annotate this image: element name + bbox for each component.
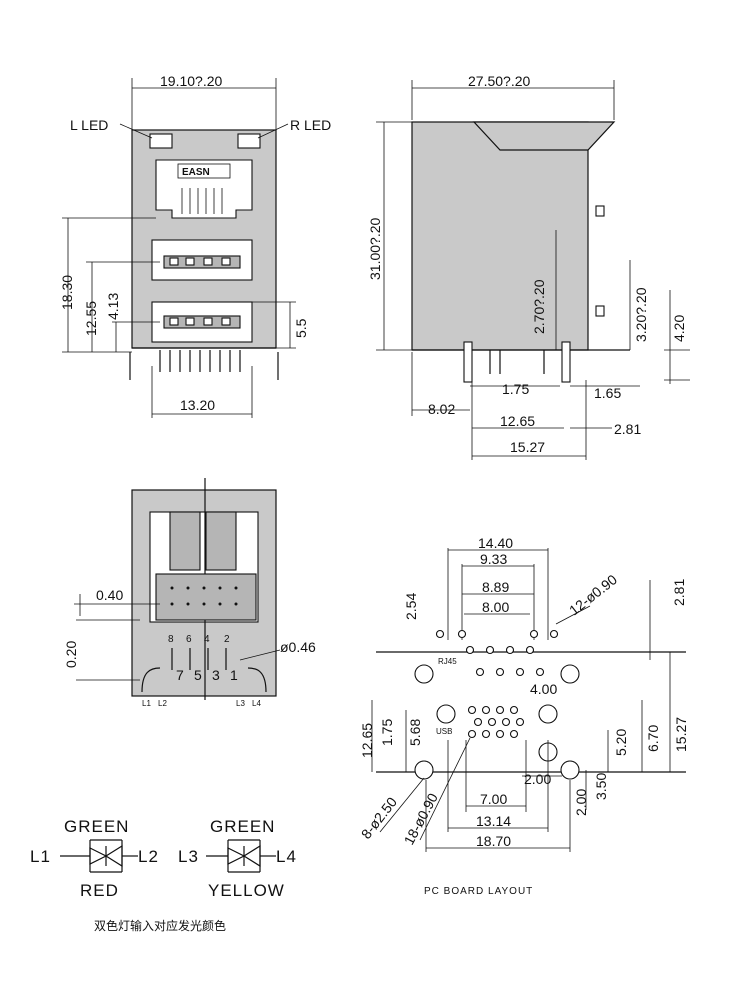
pcb-dim-2-81: 2.81 [671, 579, 687, 606]
left-led-label: L LED [70, 117, 108, 133]
pin-L3: L3 [236, 699, 245, 708]
led-schematic: GREEN L1 L2 RED GREEN L3 L4 YELLOW 双色灯输入… [30, 817, 297, 933]
pin-5: 5 [194, 667, 202, 683]
pcb-dim-8-00: 8.00 [482, 599, 509, 615]
led-right-L3: L3 [178, 847, 199, 866]
pin-L2: L2 [158, 699, 167, 708]
pin-diameter: ø0.46 [280, 639, 316, 655]
led-left-L2: L2 [138, 847, 159, 866]
pcb-dim-5-68: 5.68 [407, 719, 423, 746]
pcb-caption: PC BOARD LAYOUT [424, 886, 533, 897]
right-led-window [237, 133, 261, 149]
rj45-port [155, 159, 253, 219]
bottom-dim-0-40: 0.40 [96, 587, 123, 603]
led-left-top-color: GREEN [64, 817, 129, 836]
side-dim-1-65: 1.65 [594, 385, 621, 401]
front-dim-12-55: 12.55 [83, 301, 99, 336]
pin-6: 6 [186, 634, 192, 645]
side-view: 27.50?.20 31.00?.20 2.70?.20 3.20?.20 4.… [367, 73, 690, 460]
front-dim-13-20: 13.20 [180, 397, 215, 413]
led-left-L1: L1 [30, 847, 51, 866]
pin-3: 3 [212, 667, 220, 683]
pcb-dim-2-00-vert: 2.00 [573, 789, 589, 816]
pcb-layout: 14.40 9.33 8.89 8.00 2.54 12-ø0.90 2.81 … [358, 535, 689, 897]
pcb-dim-3-50: 3.50 [593, 773, 609, 800]
side-dim-15-27: 15.27 [510, 439, 545, 455]
side-dim-2-70: 2.70?.20 [531, 279, 547, 334]
pin-L1: L1 [142, 699, 151, 708]
pcb-dim-13-14: 13.14 [476, 813, 511, 829]
pin-L4: L4 [252, 699, 261, 708]
right-led-label: R LED [290, 117, 331, 133]
pcb-dim-7-00: 7.00 [480, 791, 507, 807]
pcb-dim-15-27: 15.27 [673, 717, 689, 752]
pin-4: 4 [204, 634, 210, 645]
pcb-note-8-holes: 8-ø2.50 [358, 794, 400, 842]
side-dim-12-65: 12.65 [500, 413, 535, 429]
front-dim-5-5: 5.5 [293, 318, 309, 338]
pcb-usb-label: USB [436, 727, 452, 736]
pcb-dim-5-20: 5.20 [613, 729, 629, 756]
front-dim-18-30: 18.30 [59, 275, 75, 310]
front-width-dim: 19.10?.20 [160, 73, 222, 89]
front-dim-4-13: 4.13 [105, 293, 121, 320]
pcb-rj45-label: RJ45 [438, 657, 457, 666]
pcb-dim-14-40: 14.40 [478, 535, 513, 551]
pcb-dim-6-70: 6.70 [645, 725, 661, 752]
front-view: 19.10?.20 L LED R LED EASN 18.30 [59, 73, 331, 418]
side-dim-1-75: 1.75 [502, 381, 529, 397]
side-dim-8-02: 8.02 [428, 401, 455, 417]
side-dim-3-20: 3.20?.20 [633, 287, 649, 342]
side-dim-31-00: 31.00?.20 [367, 218, 383, 280]
pcb-dim-1-75: 1.75 [379, 719, 395, 746]
pcb-dim-2-00-horiz: 2.00 [524, 771, 551, 787]
pin-2: 2 [224, 634, 230, 645]
pcb-dim-8-89: 8.89 [482, 579, 509, 595]
side-dim-2-81: 2.81 [614, 421, 641, 437]
pin-7: 7 [176, 667, 184, 683]
pin-8: 8 [168, 634, 174, 645]
led-left-diode-icon [89, 839, 123, 873]
bottom-dim-0-20: 0.20 [63, 641, 79, 668]
led-right-bottom-color: YELLOW [208, 881, 285, 900]
led-right-top-color: GREEN [210, 817, 275, 836]
brand-label: EASN [182, 167, 210, 178]
side-dim-4-20: 4.20 [671, 315, 687, 342]
left-led-window [149, 133, 173, 149]
side-body [411, 121, 589, 351]
pcb-dim-2-54: 2.54 [403, 593, 419, 620]
led-left-bottom-color: RED [80, 881, 119, 900]
pin-1: 1 [230, 667, 238, 683]
pcb-dim-9-33: 9.33 [480, 551, 507, 567]
led-right-diode-icon [227, 839, 261, 873]
chinese-note: 双色灯输入对应发光颜色 [94, 918, 226, 933]
pcb-dim-12-65: 12.65 [359, 723, 375, 758]
pcb-dim-18-70: 18.70 [476, 833, 511, 849]
bottom-view: 0.40 0.20 8 6 4 2 7 5 3 1 ø0.46 L1 L2 L3… [63, 478, 316, 708]
side-width-dim: 27.50?.20 [468, 73, 530, 89]
led-right-L4: L4 [276, 847, 297, 866]
pcb-hole-note: 12-ø0.90 [566, 571, 620, 618]
pcb-dim-4-00: 4.00 [530, 681, 557, 697]
